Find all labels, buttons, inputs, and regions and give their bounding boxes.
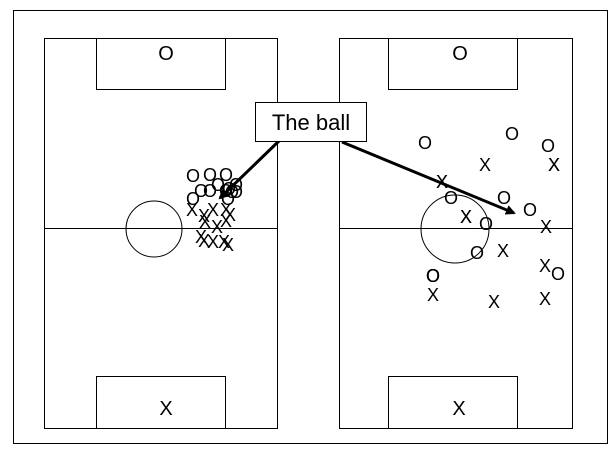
pitch-boundary <box>339 38 573 429</box>
player-x-5: X <box>540 217 552 237</box>
player-x-4: X <box>460 207 472 227</box>
player-o-5: O <box>203 181 217 201</box>
player-x-10: X <box>198 231 210 251</box>
player-x-9: X <box>218 232 230 252</box>
player-o-6: O <box>523 200 537 220</box>
pitch-boundary <box>44 38 278 429</box>
player-o-3: O <box>219 165 233 185</box>
player-x-12: X <box>460 207 472 227</box>
goalkeeper-x: X <box>452 398 465 420</box>
player-cluster: OOOOOOOOOOOOOXXXXXXXXXXXXX <box>186 165 243 255</box>
player-x-5: X <box>224 205 236 225</box>
player-x-9: X <box>488 292 500 312</box>
top-penalty-box <box>388 38 518 90</box>
player-x-12: X <box>199 212 211 232</box>
player-x-7: X <box>539 256 551 276</box>
player-x-13: X <box>220 211 232 231</box>
player-o-2: O <box>203 165 217 185</box>
player-o-8: O <box>470 243 484 263</box>
center-circle <box>420 194 490 264</box>
player-o-3: O <box>541 136 555 156</box>
player-x-6: X <box>497 241 509 261</box>
left-pitch: O X OOOOOOOOOOOOOXXXXXXXXXXXXX <box>44 38 278 429</box>
player-x-11: X <box>222 235 234 255</box>
player-o-10: O <box>551 264 565 284</box>
player-o-9: O <box>186 189 200 209</box>
center-circle <box>125 200 183 258</box>
player-x-2: X <box>198 206 210 226</box>
player-o-9: O <box>426 266 440 286</box>
outer-border <box>13 10 608 444</box>
player-x-10: X <box>539 289 551 309</box>
player-x-4: X <box>220 200 232 220</box>
player-x-6: X <box>211 217 223 237</box>
player-o-5: O <box>497 188 511 208</box>
player-o-1: O <box>418 133 432 153</box>
ball-label: The ball <box>272 110 350 135</box>
player-x-1: X <box>479 155 491 175</box>
right-pitch: O X OOOOOOOOOOOOXXXXXXXXXXXXX <box>339 38 573 429</box>
player-x-13: X <box>548 155 560 175</box>
goalkeeper-o: O <box>452 43 468 65</box>
player-x-3: X <box>207 200 219 220</box>
goalkeeper-x: X <box>159 398 172 420</box>
player-x-1: X <box>186 200 198 220</box>
ball-arrow-right <box>341 140 516 215</box>
player-o-2: O <box>505 124 519 144</box>
top-penalty-box <box>96 38 226 90</box>
player-o-11: O <box>426 266 440 286</box>
player-o-12: O <box>426 266 440 286</box>
player-spread: OOOOOOOOOOOOXXXXXXXXXXXXX <box>418 124 565 312</box>
ball-arrow-left <box>218 138 282 200</box>
player-x-7: X <box>195 227 207 247</box>
player-o-7: O <box>479 214 493 234</box>
bottom-penalty-box <box>388 376 518 429</box>
goalkeeper-o: O <box>158 43 174 65</box>
player-o-1: O <box>186 166 200 186</box>
player-o-13: O <box>229 182 243 202</box>
player-o-4: O <box>194 181 208 201</box>
bottom-penalty-box <box>96 376 226 429</box>
player-x-2: X <box>548 155 560 175</box>
player-x-8: X <box>207 232 219 252</box>
player-o-4: O <box>444 188 458 208</box>
ball-label-box <box>255 102 367 142</box>
player-x-8: X <box>427 285 439 305</box>
